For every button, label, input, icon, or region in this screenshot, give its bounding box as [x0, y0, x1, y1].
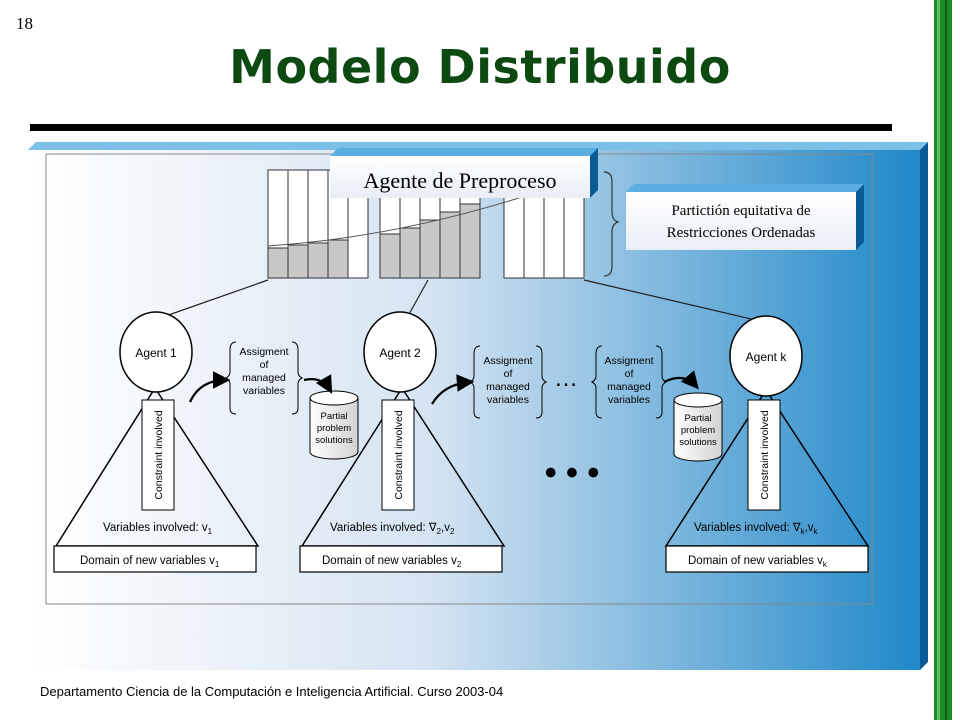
partition-label-line2: Restricciones Ordenadas — [667, 225, 816, 241]
slide-number: 18 — [16, 14, 33, 33]
panel-top-edge — [28, 142, 928, 150]
decorative-stripe — [934, 0, 952, 720]
partition-label-line1: Partictión equitativa de — [671, 203, 810, 219]
distribution-lines — [159, 279, 765, 323]
agent-k-variables-label: Variables involved: ∇k,vk — [694, 522, 819, 536]
svg-text:variables: variables — [243, 385, 285, 397]
svg-text:Partial: Partial — [685, 413, 712, 424]
partition-brace — [603, 171, 620, 277]
panel-side-edge — [920, 142, 928, 670]
agent-2-constraint-label: Constraint involved — [393, 410, 405, 499]
agent-2-name: Agent 2 — [379, 346, 421, 360]
assignment-block-2: Assigment of managed variables — [468, 345, 548, 419]
svg-text:solutions: solutions — [315, 435, 353, 446]
svg-text:managed: managed — [607, 381, 651, 393]
title-divider — [30, 124, 892, 131]
curved-arrows — [188, 370, 699, 405]
agent-1-constraint-label: Constraint involved — [153, 410, 165, 499]
partial-solutions-cylinder-1: Partial problem solutions — [309, 390, 359, 460]
agent-k-constraint-label: Constraint involved — [759, 410, 771, 499]
svg-text:solutions: solutions — [679, 437, 717, 448]
agent-1-domain-label: Domain of new variables v1 — [80, 555, 220, 569]
svg-text:managed: managed — [486, 381, 530, 393]
footer-text: Departamento Ciencia de la Computación e… — [40, 684, 504, 699]
svg-text:variables: variables — [487, 394, 529, 406]
preprocess-agent-label: Agente de Preproceso — [363, 168, 556, 193]
agent-k-domain-label: Domain of new variables vk — [688, 555, 828, 569]
agent-2-variables-label: Variables involved: ∇2,v2 — [330, 522, 455, 536]
agent-1-name: Agent 1 — [135, 346, 177, 360]
partition-box: Partictión equitativa de Restricciones O… — [626, 184, 864, 250]
svg-text:problem: problem — [317, 423, 351, 434]
svg-text:problem: problem — [681, 425, 715, 436]
partial-solutions-cylinder-2: Partial problem solutions — [673, 392, 723, 462]
agent-k-group: Agent k Constraint involved Variables in… — [664, 315, 870, 573]
svg-text:of: of — [625, 368, 634, 380]
svg-text:managed: managed — [242, 372, 286, 384]
svg-text:Assigment: Assigment — [604, 355, 653, 367]
svg-text:of: of — [260, 359, 269, 371]
preprocess-agent-box: Agente de Preproceso — [330, 148, 598, 198]
slide-title: Modelo Distribuido — [229, 40, 731, 94]
ellipsis-large: • • • — [545, 454, 600, 492]
ellipsis-small: … — [554, 365, 578, 392]
svg-text:of: of — [504, 368, 513, 380]
agent-2-group: Agent 2 Constraint involved Variables in… — [299, 311, 506, 573]
assignment-block-3: Assigment of managed variables — [590, 345, 668, 419]
agent-1-variables-label: Variables involved: v1 — [103, 522, 213, 536]
assignment-block-1: Assigment of managed variables — [224, 341, 304, 415]
agent-2-domain-label: Domain of new variables v2 — [322, 555, 462, 569]
agent-1-group: Agent 1 Constraint involved Variables in… — [53, 311, 260, 573]
agent-k-name: Agent k — [746, 350, 788, 364]
svg-text:Partial: Partial — [321, 411, 348, 422]
svg-text:Assigment: Assigment — [239, 346, 288, 358]
svg-text:variables: variables — [608, 394, 650, 406]
svg-text:Assigment: Assigment — [483, 355, 532, 367]
